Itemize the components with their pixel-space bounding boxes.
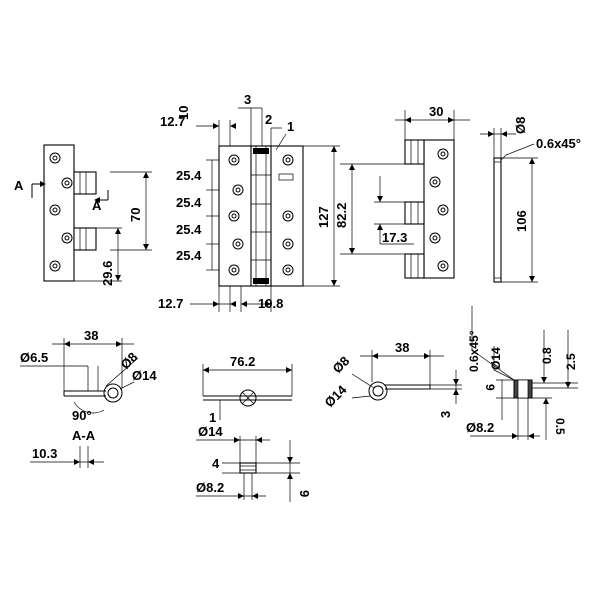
dim-knuckle-dia-8: Ø8 — [330, 353, 353, 376]
dim-pitch-4: 25.4 — [176, 248, 202, 263]
rear-knuckle-bottom — [404, 253, 425, 279]
bushing-view: Ø14 4 Ø8.2 9 — [196, 424, 312, 502]
knuckle-lower — [73, 227, 97, 251]
rear-knuckle-top — [404, 139, 425, 165]
dim-top-2: 2 — [265, 112, 272, 127]
rear-view: 30 82.2 17.3 — [334, 104, 470, 279]
dim-width-30: 30 — [429, 104, 443, 119]
dim-aa-offset-10-3: 10.3 — [32, 446, 57, 461]
rear-leaf-outline — [423, 139, 455, 279]
dim-bottom-12-7: 12.7 — [158, 296, 183, 311]
washer-bore — [517, 379, 529, 399]
dim-knuckle-width-38: 38 — [395, 340, 409, 355]
label-plate — [278, 173, 294, 181]
side-view-a: A A 70 29.6 — [14, 144, 152, 286]
dim-height-70: 70 — [128, 208, 143, 222]
dim-bushing-dia-8-2: Ø8.2 — [196, 480, 224, 495]
dim-bottom-19-8: 19.8 — [258, 296, 283, 311]
knuckle-cap-bottom — [253, 278, 269, 284]
rear-knuckle-mid — [404, 201, 425, 225]
bushing-body — [239, 462, 257, 474]
aa-knuckle-outer — [103, 383, 123, 403]
dim-pitch-1: 25.4 — [176, 168, 202, 183]
dim-washer-2-5: 2.5 — [564, 353, 578, 370]
washer-view: 0.6x45° Ø14 0.8 2.5 9 0.5 — [466, 306, 578, 440]
dim-top-1: 1 — [287, 119, 294, 134]
dim-knuckle-dia-14: Ø14 — [322, 382, 351, 411]
dim-washer-0-5: 0.5 — [553, 418, 567, 435]
knuckle-view: 38 Ø8 Ø14 3 — [322, 340, 462, 418]
dim-knuckle-3: 3 — [438, 411, 453, 418]
dim-aa-width-38: 38 — [84, 328, 98, 343]
dim-washer-0-8: 0.8 — [540, 347, 554, 364]
section-aa-view: 38 Ø6.5 Ø8 Ø14 90° A-A 10.3 — [20, 328, 157, 468]
dim-pin-chamfer: 0.6x45° — [536, 136, 581, 151]
dim-bushing-dia-14: Ø14 — [198, 424, 223, 439]
dim-top-10: 10 — [176, 106, 191, 120]
dim-washer-dia-8-2: Ø8.2 — [466, 420, 494, 435]
section-aa-title: A-A — [72, 428, 96, 443]
top-view: 76.2 1 — [202, 354, 293, 425]
dim-gap-17-3: 17.3 — [382, 230, 407, 245]
dim-aa-dia-14: Ø14 — [132, 368, 157, 383]
dim-washer-dia-14: Ø14 — [489, 347, 503, 370]
dim-top-thick-1: 1 — [209, 410, 216, 425]
dim-top-width-76-2: 76.2 — [230, 354, 255, 369]
knuckle-inner — [372, 385, 384, 397]
aa-knuckle-inner — [107, 387, 119, 399]
dim-bushing-9: 9 — [297, 490, 312, 497]
section-label-a-bottom: A — [92, 198, 102, 213]
dim-height-82-2: 82.2 — [334, 203, 349, 228]
front-screw-holes — [228, 154, 294, 276]
section-label-a-top: A — [14, 178, 24, 193]
dim-pin-dia-8: Ø8 — [513, 117, 528, 134]
dim-top-3: 3 — [244, 92, 251, 107]
knuckle-upper — [73, 171, 97, 195]
dim-top-12-7: 12.7 — [160, 114, 185, 129]
knuckle-outer — [368, 381, 388, 401]
dim-height-127: 127 — [316, 206, 331, 228]
pin-body — [493, 157, 502, 283]
dim-pin-length-106: 106 — [514, 210, 529, 232]
dim-pitch-3: 25.4 — [176, 222, 202, 237]
hinge-knuckle-column — [250, 145, 272, 287]
top-knuckle-outer — [239, 389, 257, 407]
dim-aa-angle-90: 90° — [72, 408, 92, 423]
knuckle-cap-top — [253, 148, 269, 154]
front-view: 10 12.7 3 2 1 25.4 25.4 25.4 25.4 — [158, 92, 340, 312]
dim-bushing-height-4: 4 — [212, 456, 220, 471]
screw-holes — [49, 152, 73, 272]
dim-washer-9: 9 — [483, 384, 497, 391]
dim-aa-dia-6-5: Ø6.5 — [20, 350, 48, 365]
dim-offset-29-6: 29.6 — [100, 261, 115, 286]
rear-screw-holes — [429, 148, 449, 272]
pin-view: Ø8 0.6x45° 106 — [480, 117, 581, 283]
dim-pitch-2: 25.4 — [176, 195, 202, 210]
